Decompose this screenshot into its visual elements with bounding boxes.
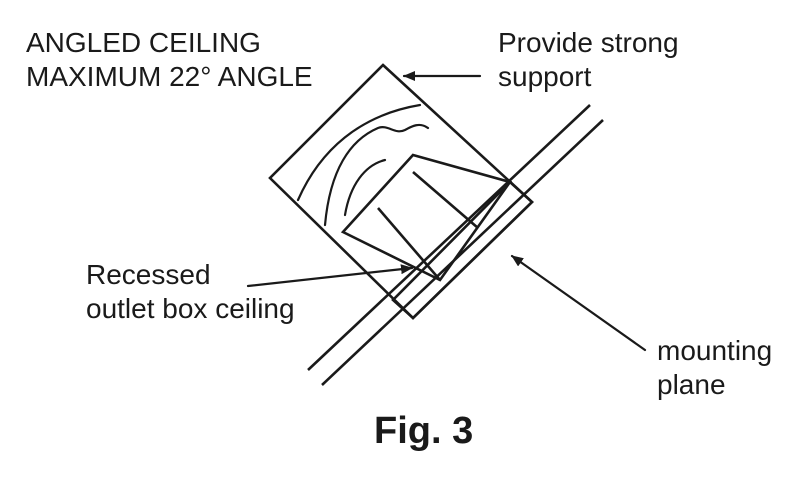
- mounting-plane-label: mounting plane: [657, 334, 772, 402]
- wire-outer: [296, 103, 422, 202]
- arrow-outlet-box: [246, 264, 414, 288]
- outlet-box: [340, 153, 513, 282]
- ceiling-line-upper: [307, 104, 591, 371]
- angled-ceiling-label: ANGLED CEILING MAXIMUM 22° ANGLE: [26, 26, 313, 94]
- angled-ceiling-lines: [307, 104, 604, 386]
- outlet-box-divider-1: [377, 207, 441, 281]
- strong-support-line-1: Provide strong: [498, 27, 679, 58]
- outlet-box-line-2: outlet box ceiling: [86, 293, 295, 324]
- strong-support-label: Provide strong support: [498, 26, 679, 94]
- mounting-plate: [391, 180, 534, 320]
- wire-middle: [323, 123, 430, 227]
- outlet-box-line-1: Recessed: [86, 259, 211, 290]
- outlet-box-label: Recessed outlet box ceiling: [86, 258, 295, 326]
- figure-caption: Fig. 3: [374, 410, 474, 452]
- angled-ceiling-line-1: ANGLED CEILING: [26, 27, 261, 58]
- angled-ceiling-line-2: MAXIMUM 22° ANGLE: [26, 61, 313, 92]
- wire-inner: [343, 158, 387, 217]
- mounting-plane-line-2: plane: [657, 369, 726, 400]
- outlet-box-divider-2: [412, 171, 479, 229]
- strong-support-line-2: support: [498, 61, 592, 92]
- arrow-mounting-plane: [510, 254, 647, 352]
- mounting-plane-line-1: mounting: [657, 335, 773, 366]
- ceiling-line-lower: [321, 119, 604, 386]
